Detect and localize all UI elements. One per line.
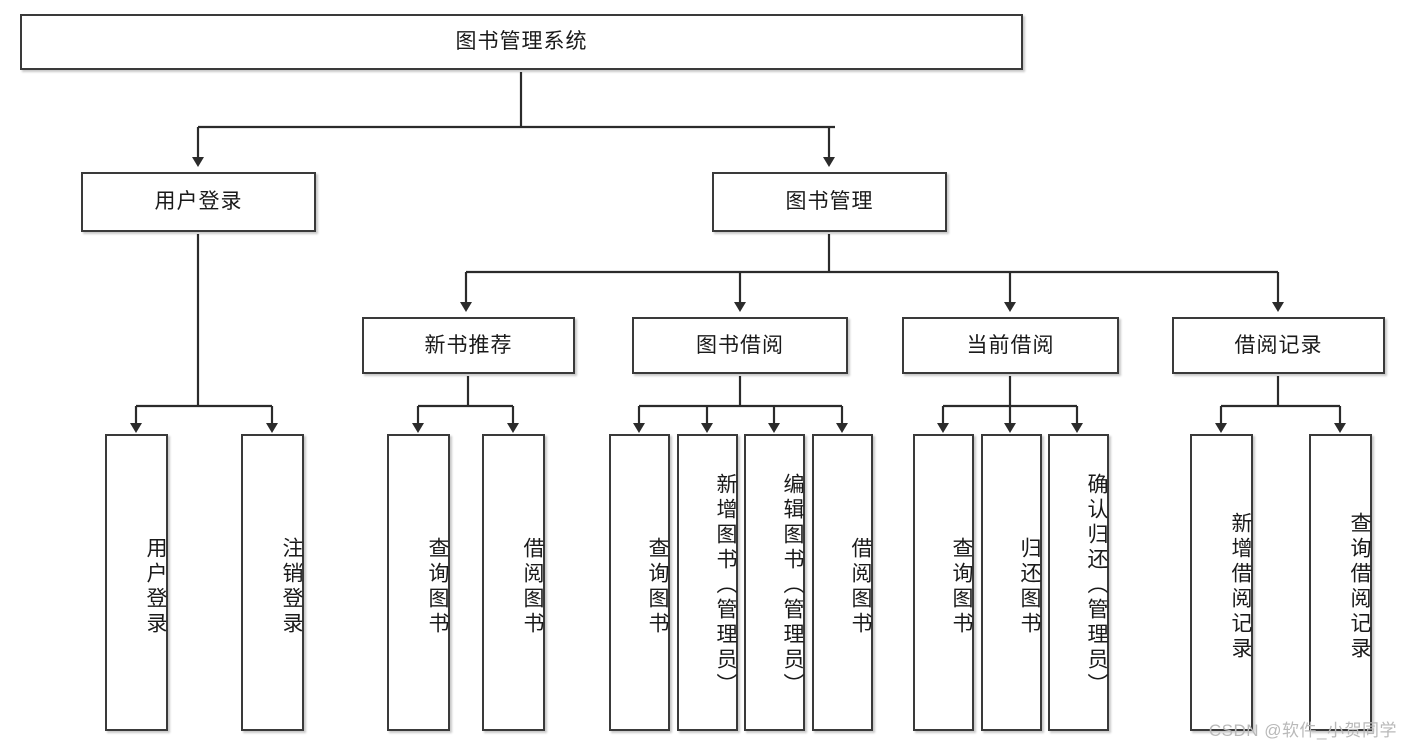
node-label: 查询图书 (426, 536, 449, 637)
node-label: 新增借阅记录 (1229, 511, 1252, 662)
leaf-recommend-borrow-book[interactable]: 借阅图书 (482, 434, 545, 731)
node-label: 注销登录 (280, 536, 303, 637)
node-label: 编辑图书（管理员） (781, 473, 804, 698)
leaf-current-return-book[interactable]: 归还图书 (981, 434, 1042, 731)
node-book-management[interactable]: 图书管理 (712, 172, 947, 232)
node-root-book-management-system[interactable]: 图书管理系统 (20, 14, 1023, 70)
node-user-login[interactable]: 用户登录 (81, 172, 316, 232)
leaf-current-confirm-return-admin[interactable]: 确认归还（管理员） (1048, 434, 1109, 731)
leaf-borrow-edit-book-admin[interactable]: 编辑图书（管理员） (744, 434, 805, 731)
leaf-recommend-query-book[interactable]: 查询图书 (387, 434, 450, 731)
node-label: 新增图书（管理员） (714, 473, 737, 698)
node-current-borrow[interactable]: 当前借阅 (902, 317, 1119, 374)
leaf-user-login-logout[interactable]: 注销登录 (241, 434, 304, 731)
node-label: 用户登录 (144, 536, 167, 637)
node-label: 查询图书 (950, 536, 973, 637)
node-label: 新书推荐 (424, 333, 513, 357)
node-label: 图书管理 (785, 190, 874, 214)
leaf-borrow-add-book-admin[interactable]: 新增图书（管理员） (677, 434, 738, 731)
watermark-text: CSDN @软件_小贺同学 (1208, 721, 1397, 740)
node-label: 用户登录 (154, 190, 243, 214)
node-label: 图书管理系统 (455, 30, 588, 54)
leaf-borrow-borrow-book[interactable]: 借阅图书 (812, 434, 873, 731)
node-label: 确认归还（管理员） (1085, 473, 1108, 698)
node-label: 查询图书 (646, 536, 669, 637)
node-label: 借阅记录 (1234, 333, 1323, 357)
node-label: 图书借阅 (696, 333, 784, 357)
node-label: 归还图书 (1018, 536, 1041, 637)
node-label: 当前借阅 (966, 333, 1055, 357)
node-label: 借阅图书 (849, 536, 872, 637)
node-borrow-record[interactable]: 借阅记录 (1172, 317, 1385, 374)
leaf-borrow-query-book[interactable]: 查询图书 (609, 434, 670, 731)
leaf-record-add-borrow-record[interactable]: 新增借阅记录 (1190, 434, 1253, 731)
node-label: 借阅图书 (521, 536, 544, 637)
node-new-book-recommend[interactable]: 新书推荐 (362, 317, 575, 374)
leaf-current-query-book[interactable]: 查询图书 (913, 434, 974, 731)
node-label: 查询借阅记录 (1348, 511, 1371, 662)
leaf-record-query-borrow-record[interactable]: 查询借阅记录 (1309, 434, 1372, 731)
leaf-user-login-login[interactable]: 用户登录 (105, 434, 168, 731)
node-book-borrow[interactable]: 图书借阅 (632, 317, 848, 374)
